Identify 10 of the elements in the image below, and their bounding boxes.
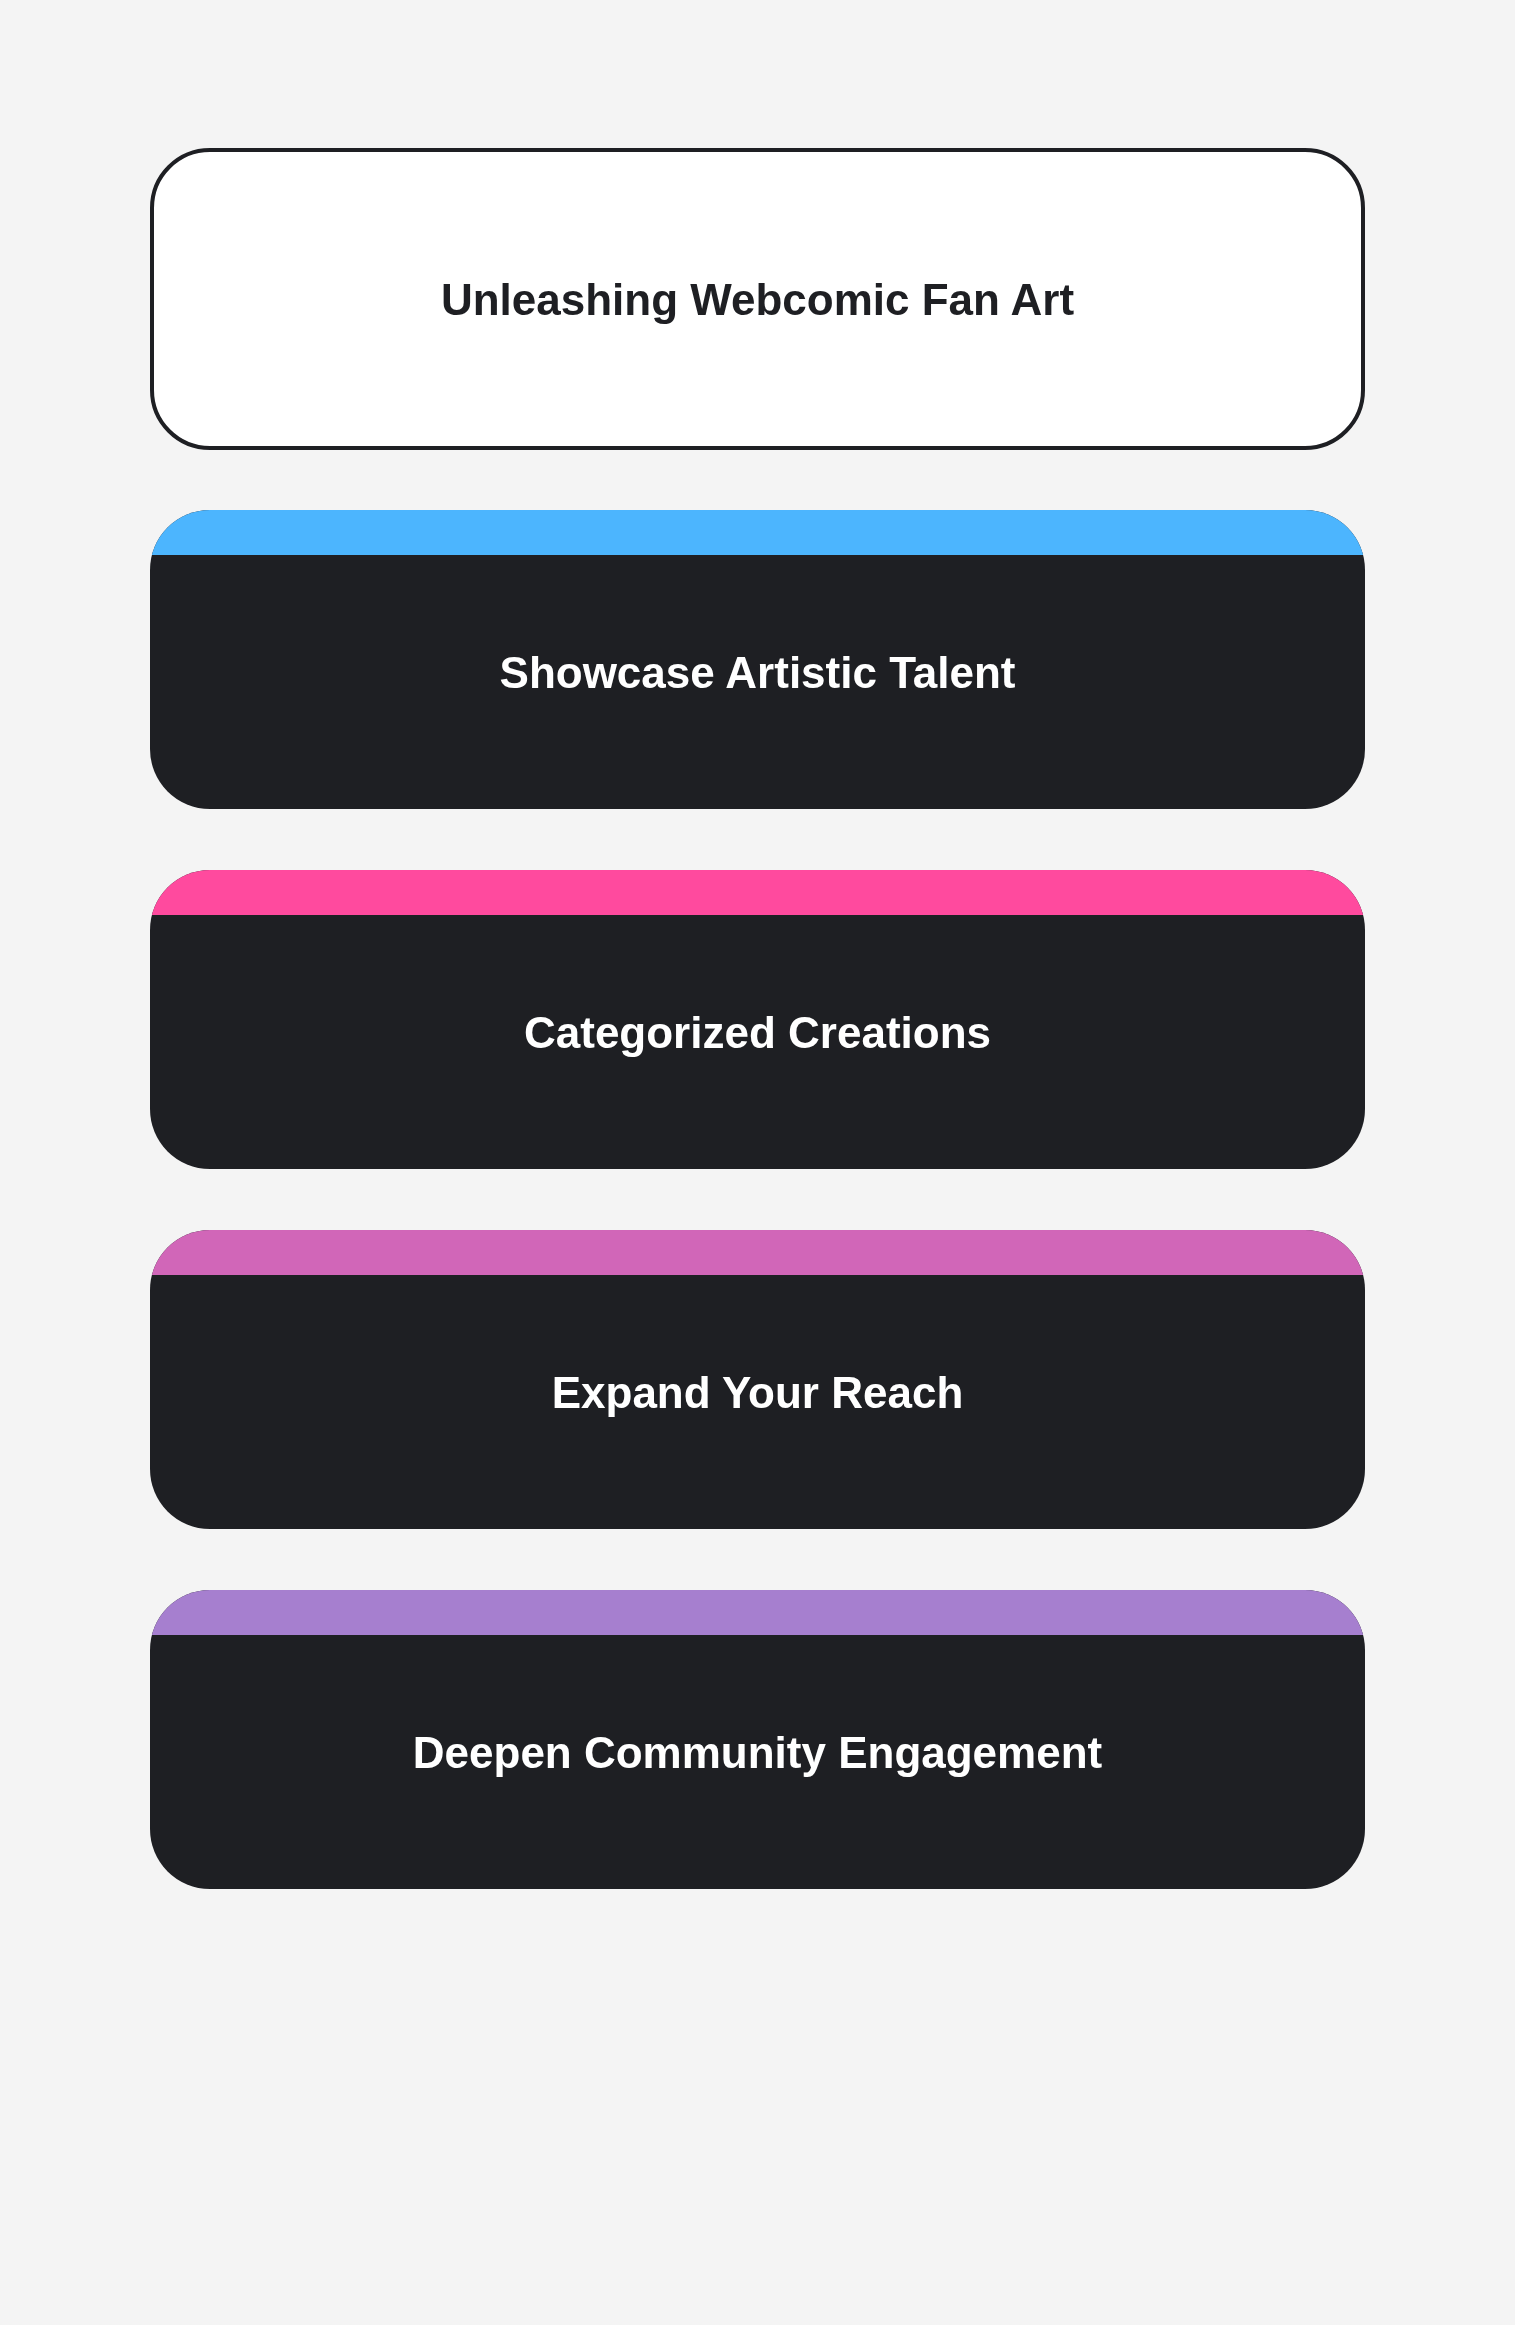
card-heading: Unleashing Webcomic Fan Art xyxy=(439,274,1076,326)
card-heading: Expand Your Reach xyxy=(550,1367,965,1419)
banded-card xyxy=(150,1230,1365,1529)
card-heading: Categorized Creations xyxy=(523,1007,992,1059)
card-heading: Deepen Community Engagement xyxy=(411,1727,1104,1779)
banded-card xyxy=(150,1590,1365,1889)
rounded-box xyxy=(150,148,1365,450)
card-heading: Showcase Artistic Talent xyxy=(498,647,1017,699)
banded-card xyxy=(150,510,1365,809)
banded-card xyxy=(150,870,1365,1169)
